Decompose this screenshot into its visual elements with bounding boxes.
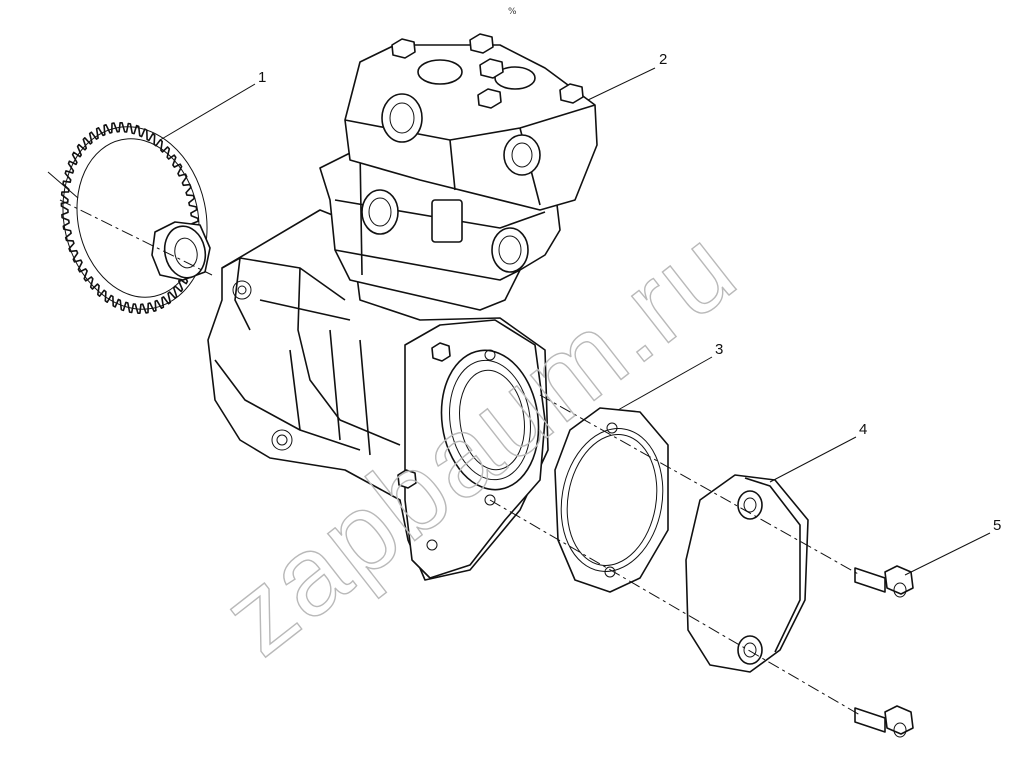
callout-2: 2 — [659, 51, 667, 68]
callout-5: 5 — [993, 517, 1001, 534]
compressor-body — [207, 33, 598, 581]
assembly-centerlines — [59, 199, 861, 716]
cover-plate-part-4 — [685, 474, 809, 673]
gear-part-1 — [60, 122, 211, 315]
gasket-part-3 — [554, 407, 669, 593]
header-mark: % — [508, 7, 517, 17]
callout-1: 1 — [258, 69, 266, 86]
leader-lines — [47, 67, 991, 576]
bolt-part-5-lower — [854, 705, 914, 738]
callout-4: 4 — [859, 421, 867, 438]
bolt-part-5-upper — [854, 565, 914, 598]
callout-3: 3 — [715, 341, 723, 358]
